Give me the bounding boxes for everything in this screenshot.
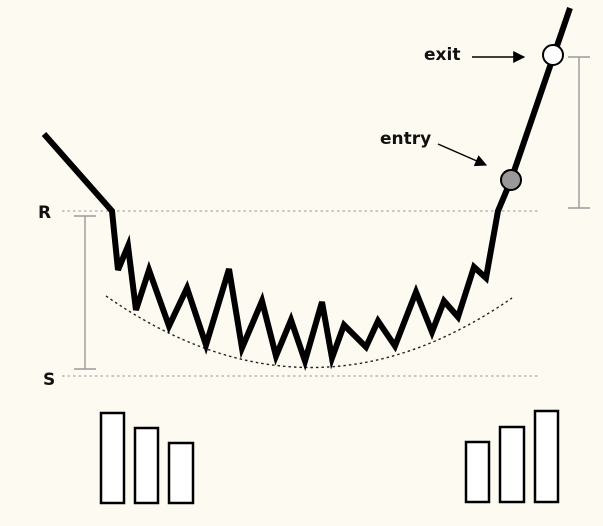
resistance-label: R [38,203,51,223]
entry-arrow [437,143,488,167]
exit-label: exit [424,45,460,65]
volume-bars-left [99,411,195,505]
volume-bar [99,411,126,505]
volume-bar [167,441,195,505]
price-line [41,7,573,371]
exit-marker [542,44,564,66]
volume-bar [133,426,160,505]
support-label: S [43,370,55,390]
target-projection-bracket [568,56,590,209]
volume-bar [533,409,560,504]
volume-bar [498,425,526,504]
entry-marker [500,169,522,191]
volume-bars-right [464,409,560,504]
entry-label: entry [380,129,431,149]
cup-depth-bracket [74,215,96,370]
volume-bar [464,440,491,504]
